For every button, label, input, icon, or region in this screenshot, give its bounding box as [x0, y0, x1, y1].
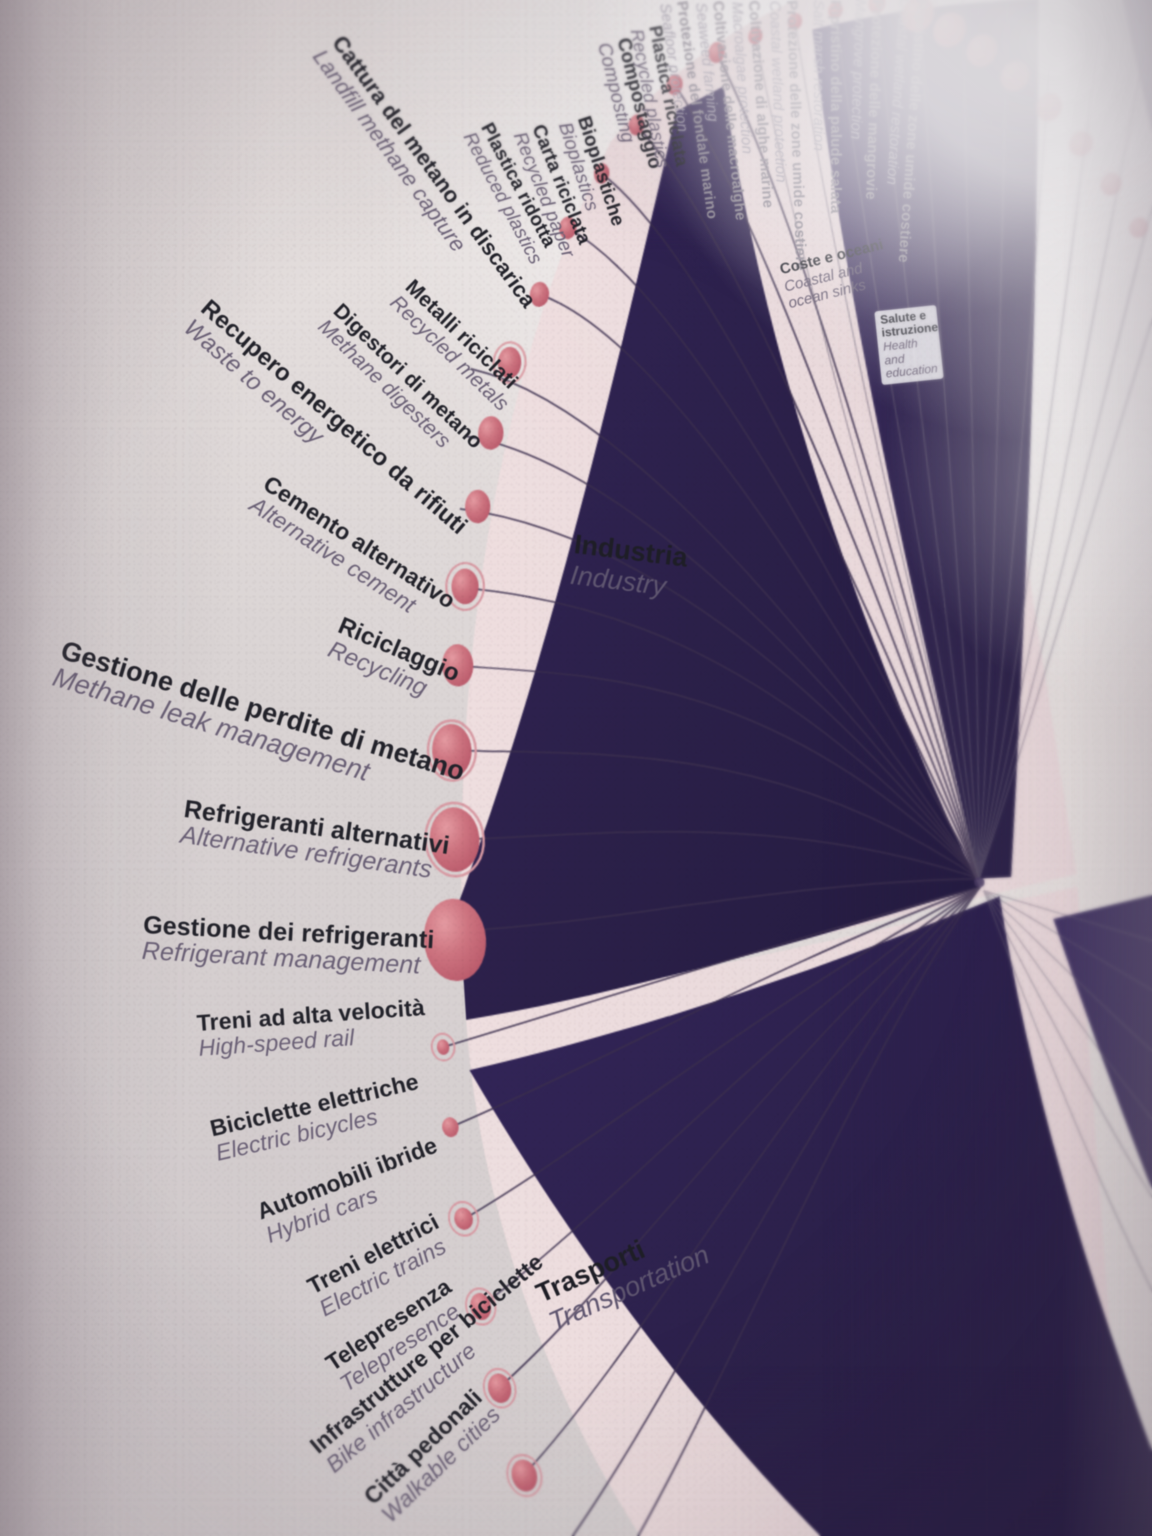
callout-health-education: Salute e istruzione Health and education [874, 305, 943, 385]
label-salt-marsh-restoration: Ripristino della palude salata Salt mars… [810, 0, 844, 214]
label-mangrove-protection: Protezione delle mangrovie Mangrove prot… [845, 0, 886, 200]
